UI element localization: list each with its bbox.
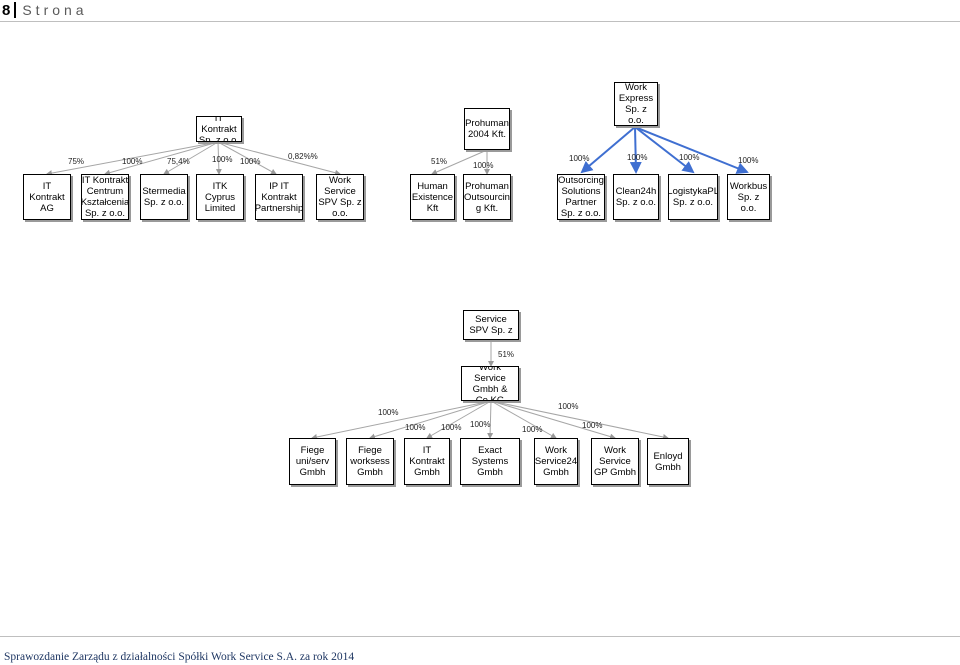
org-node-parent: Prohuman 2004 Kft. bbox=[464, 108, 510, 150]
ownership-pct: 100% bbox=[378, 408, 399, 417]
header-divider bbox=[14, 2, 17, 18]
ownership-pct: 100% bbox=[122, 157, 143, 166]
page-number: 8 bbox=[2, 1, 11, 19]
org-node-child: ITK Cyprus Limited bbox=[196, 174, 244, 220]
org-node-child: Prohuman Outsourcin g Kft. bbox=[463, 174, 511, 220]
ownership-pct: 100% bbox=[240, 157, 261, 166]
ownership-pct: 100% bbox=[558, 402, 579, 411]
org-node-child: Work Service24 Gmbh bbox=[534, 438, 578, 485]
ownership-pct: 51% bbox=[431, 157, 448, 166]
ownership-pct: 75% bbox=[68, 157, 85, 166]
ownership-pct: 100% bbox=[679, 153, 700, 162]
ownership-pct: 100% bbox=[522, 425, 543, 434]
org-node-child: IP IT Kontrakt Partnership bbox=[255, 174, 303, 220]
org-node-child: Clean24h Sp. z o.o. bbox=[613, 174, 659, 220]
org-node-child: Enloyd Gmbh bbox=[647, 438, 689, 485]
org-node-child: Fiege worksess Gmbh bbox=[346, 438, 394, 485]
org-node-child: Fiege uni/serv Gmbh bbox=[289, 438, 336, 485]
org-node-child: Exact Systems Gmbh bbox=[460, 438, 520, 485]
ownership-pct: 100% bbox=[212, 155, 233, 164]
org-node-child: LogistykaPL Sp. z o.o. bbox=[668, 174, 718, 220]
ownership-pct: 100% bbox=[738, 156, 759, 165]
org-node-child: Outsorcing Solutions Partner Sp. z o.o. bbox=[557, 174, 605, 220]
ownership-pct: 100% bbox=[582, 421, 603, 430]
org-node-child: IT Kontrakt Centrum Kształcenia Sp. z o.… bbox=[81, 174, 129, 220]
org-node-parent: Work Service Gmbh & Co.KG bbox=[461, 366, 519, 401]
ownership-pct: 100% bbox=[441, 423, 462, 432]
org-node-parent: Work Express Sp. z o.o. bbox=[614, 82, 658, 126]
org-node-child: Workbus Sp. z o.o. bbox=[727, 174, 770, 220]
org-node-child: Human Existence Kft bbox=[410, 174, 455, 220]
org-node-child: Work Service GP Gmbh bbox=[591, 438, 639, 485]
ownership-pct: 0,82%% bbox=[288, 152, 318, 161]
org-node-child: IT Kontrakt Gmbh bbox=[404, 438, 450, 485]
page-header: 8 Strona bbox=[2, 0, 88, 20]
page-label: Strona bbox=[22, 2, 88, 18]
footer-text: Sprawozdanie Zarządu z działalności Spół… bbox=[4, 651, 355, 663]
org-node-child: IT Kontrakt AG bbox=[23, 174, 71, 220]
ownership-pct: 100% bbox=[405, 423, 426, 432]
org-node-parent: IT Kontrakt Sp. z o.o. bbox=[196, 116, 242, 142]
footer-rule bbox=[0, 636, 960, 637]
ownership-pct: 100% bbox=[627, 153, 648, 162]
ownership-pct: 100% bbox=[569, 154, 590, 163]
ownership-pct: 75,4% bbox=[167, 157, 190, 166]
org-node-child: Stermedia Sp. z o.o. bbox=[140, 174, 188, 220]
ownership-pct: 100% bbox=[473, 161, 494, 170]
header-rule bbox=[0, 21, 960, 22]
ownership-pct: 100% bbox=[470, 420, 491, 429]
org-node-top: Work Service SPV Sp. z o.o. bbox=[463, 310, 519, 340]
org-node-child: Work Service SPV Sp. z o.o. bbox=[316, 174, 364, 220]
ownership-pct: 51% bbox=[498, 350, 515, 359]
